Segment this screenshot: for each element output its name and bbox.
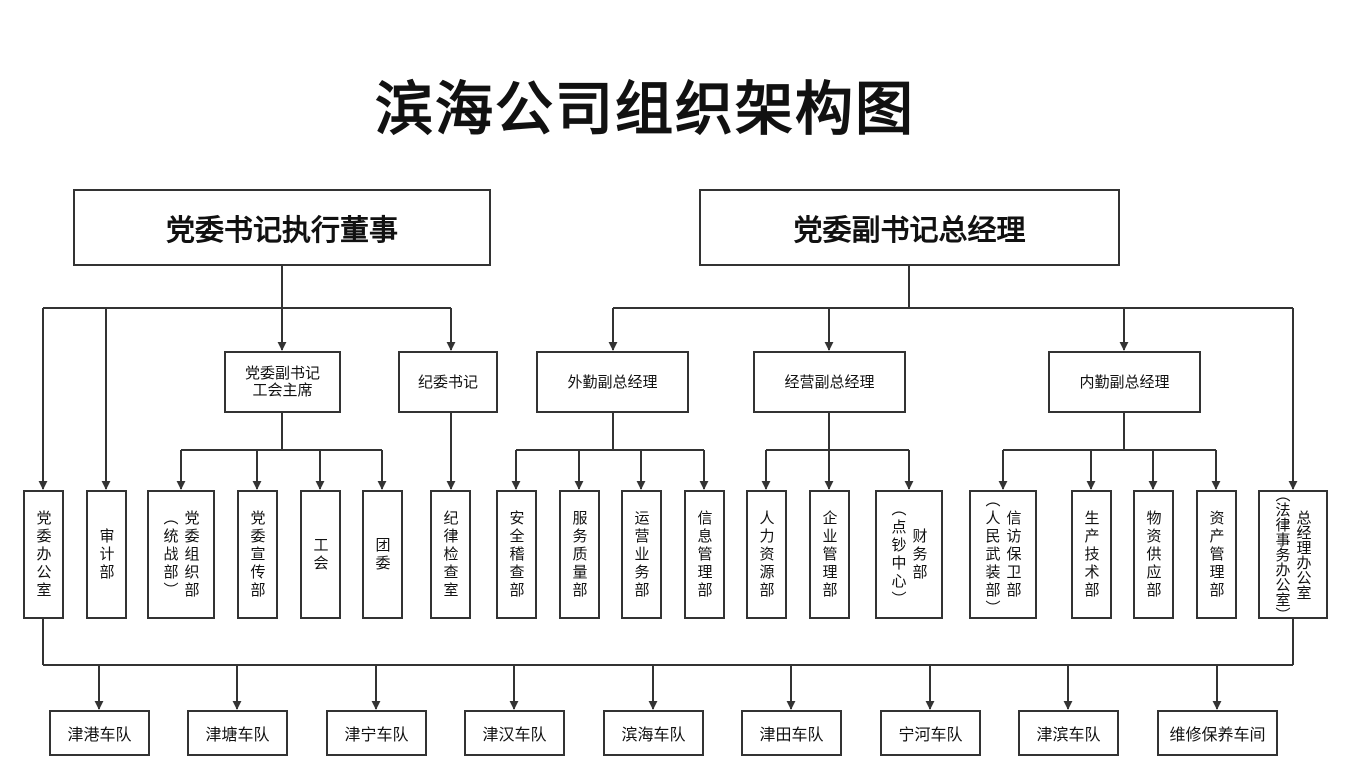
gm-office-box: 总经理办公室 （法律事务办公室） [1258,487,1328,622]
legal-office-label: （法律事务办公室） [1273,487,1292,622]
team-label: 维修保养车间 [1169,725,1266,744]
team-box-maintenance: 维修保养车间 [1157,710,1278,756]
audit-label: 审计部 [97,527,116,582]
team-label: 滨海车队 [621,725,686,744]
general-manager-box: 党委副书记总经理 [699,189,1120,266]
production-tech-box: 生产技术部 [1071,490,1112,619]
safety-inspection-label: 安全稽查部 [507,509,526,600]
party-publicity-label: 党委宣传部 [248,509,267,600]
internal-deputy-gm-label: 内勤副总经理 [1079,372,1170,391]
enterprise-management-box: 企业管理部 [809,490,850,619]
service-quality-label: 服务质量部 [570,509,589,600]
team-label: 宁河车队 [898,725,963,744]
asset-management-label: 资产管理部 [1207,509,1226,600]
youth-league-label: 团委 [373,536,392,573]
chairman-box: 党委书记执行董事 [73,189,491,266]
human-resources-label: 人力资源部 [757,509,776,600]
team-box-binhai: 滨海车队 [603,710,704,756]
youth-league-box: 团委 [362,490,403,619]
field-deputy-gm-label: 外勤副总经理 [567,372,658,391]
team-box-jingang: 津港车队 [49,710,150,756]
team-box-jintian: 津田车队 [741,710,842,756]
petition-security-box: 信访保卫部 （人民武装部） [969,490,1037,619]
operations-label: 运营业务部 [632,509,651,600]
chairman-label: 党委书记执行董事 [165,212,398,247]
team-box-ninghe: 宁河车队 [880,710,981,756]
discipline-inspection-box: 纪律检查室 [430,490,471,619]
team-box-jinhan: 津汉车队 [464,710,565,756]
gm-office-label: 总经理办公室 [1294,509,1313,600]
enterprise-management-label: 企业管理部 [820,509,839,600]
audit-box: 审计部 [86,490,127,619]
info-management-box: 信息管理部 [684,490,725,619]
safety-inspection-box: 安全稽查部 [496,490,537,619]
team-label: 津港车队 [67,725,132,744]
operations-box: 运营业务部 [621,490,662,619]
team-box-jintang: 津塘车队 [187,710,288,756]
discipline-inspection-label: 纪律检查室 [441,509,460,600]
production-tech-label: 生产技术部 [1082,509,1101,600]
petition-security-label: 信访保卫部 [1004,509,1023,600]
union-chair-line-1: 党委副书记 [244,364,320,382]
armed-forces-label: （人民武装部） [983,491,1002,618]
material-supply-label: 物资供应部 [1144,509,1163,600]
business-deputy-gm-label: 经营副总经理 [784,372,875,391]
union-chair-line-2: 工会主席 [252,381,313,399]
team-box-jinbin: 津滨车队 [1018,710,1119,756]
cash-center-label: （点钞中心） [889,500,908,609]
party-organization-label: 党委组织部 [182,509,201,600]
page-title: 滨海公司组织架构图 [374,75,915,143]
union-chair-box: 党委副书记 工会主席 [224,351,341,413]
human-resources-box: 人力资源部 [746,490,787,619]
team-label: 津汉车队 [482,725,547,744]
team-label: 津滨车队 [1036,725,1101,744]
party-office-box: 党委办公室 [23,490,64,619]
finance-label: 财务部 [910,527,929,582]
party-office-label: 党委办公室 [34,509,53,600]
business-deputy-gm-box: 经营副总经理 [753,351,906,413]
material-supply-box: 物资供应部 [1133,490,1174,619]
service-quality-box: 服务质量部 [559,490,600,619]
labor-union-label: 工会 [311,536,330,573]
labor-union-box: 工会 [300,490,341,619]
united-front-label: （统战部） [161,509,180,600]
team-label: 津宁车队 [344,725,409,744]
team-label: 津塘车队 [205,725,270,744]
field-deputy-gm-box: 外勤副总经理 [536,351,689,413]
finance-box: 财务部 （点钞中心） [875,490,943,619]
info-management-label: 信息管理部 [695,509,714,600]
discipline-secretary-box: 纪委书记 [398,351,498,413]
general-manager-label: 党委副书记总经理 [793,212,1026,247]
team-label: 津田车队 [759,725,824,744]
party-organization-box: 党委组织部 （统战部） [147,490,215,619]
team-box-jinning: 津宁车队 [326,710,427,756]
party-publicity-box: 党委宣传部 [237,490,278,619]
discipline-secretary-label: 纪委书记 [417,372,478,391]
internal-deputy-gm-box: 内勤副总经理 [1048,351,1201,413]
asset-management-box: 资产管理部 [1196,490,1237,619]
